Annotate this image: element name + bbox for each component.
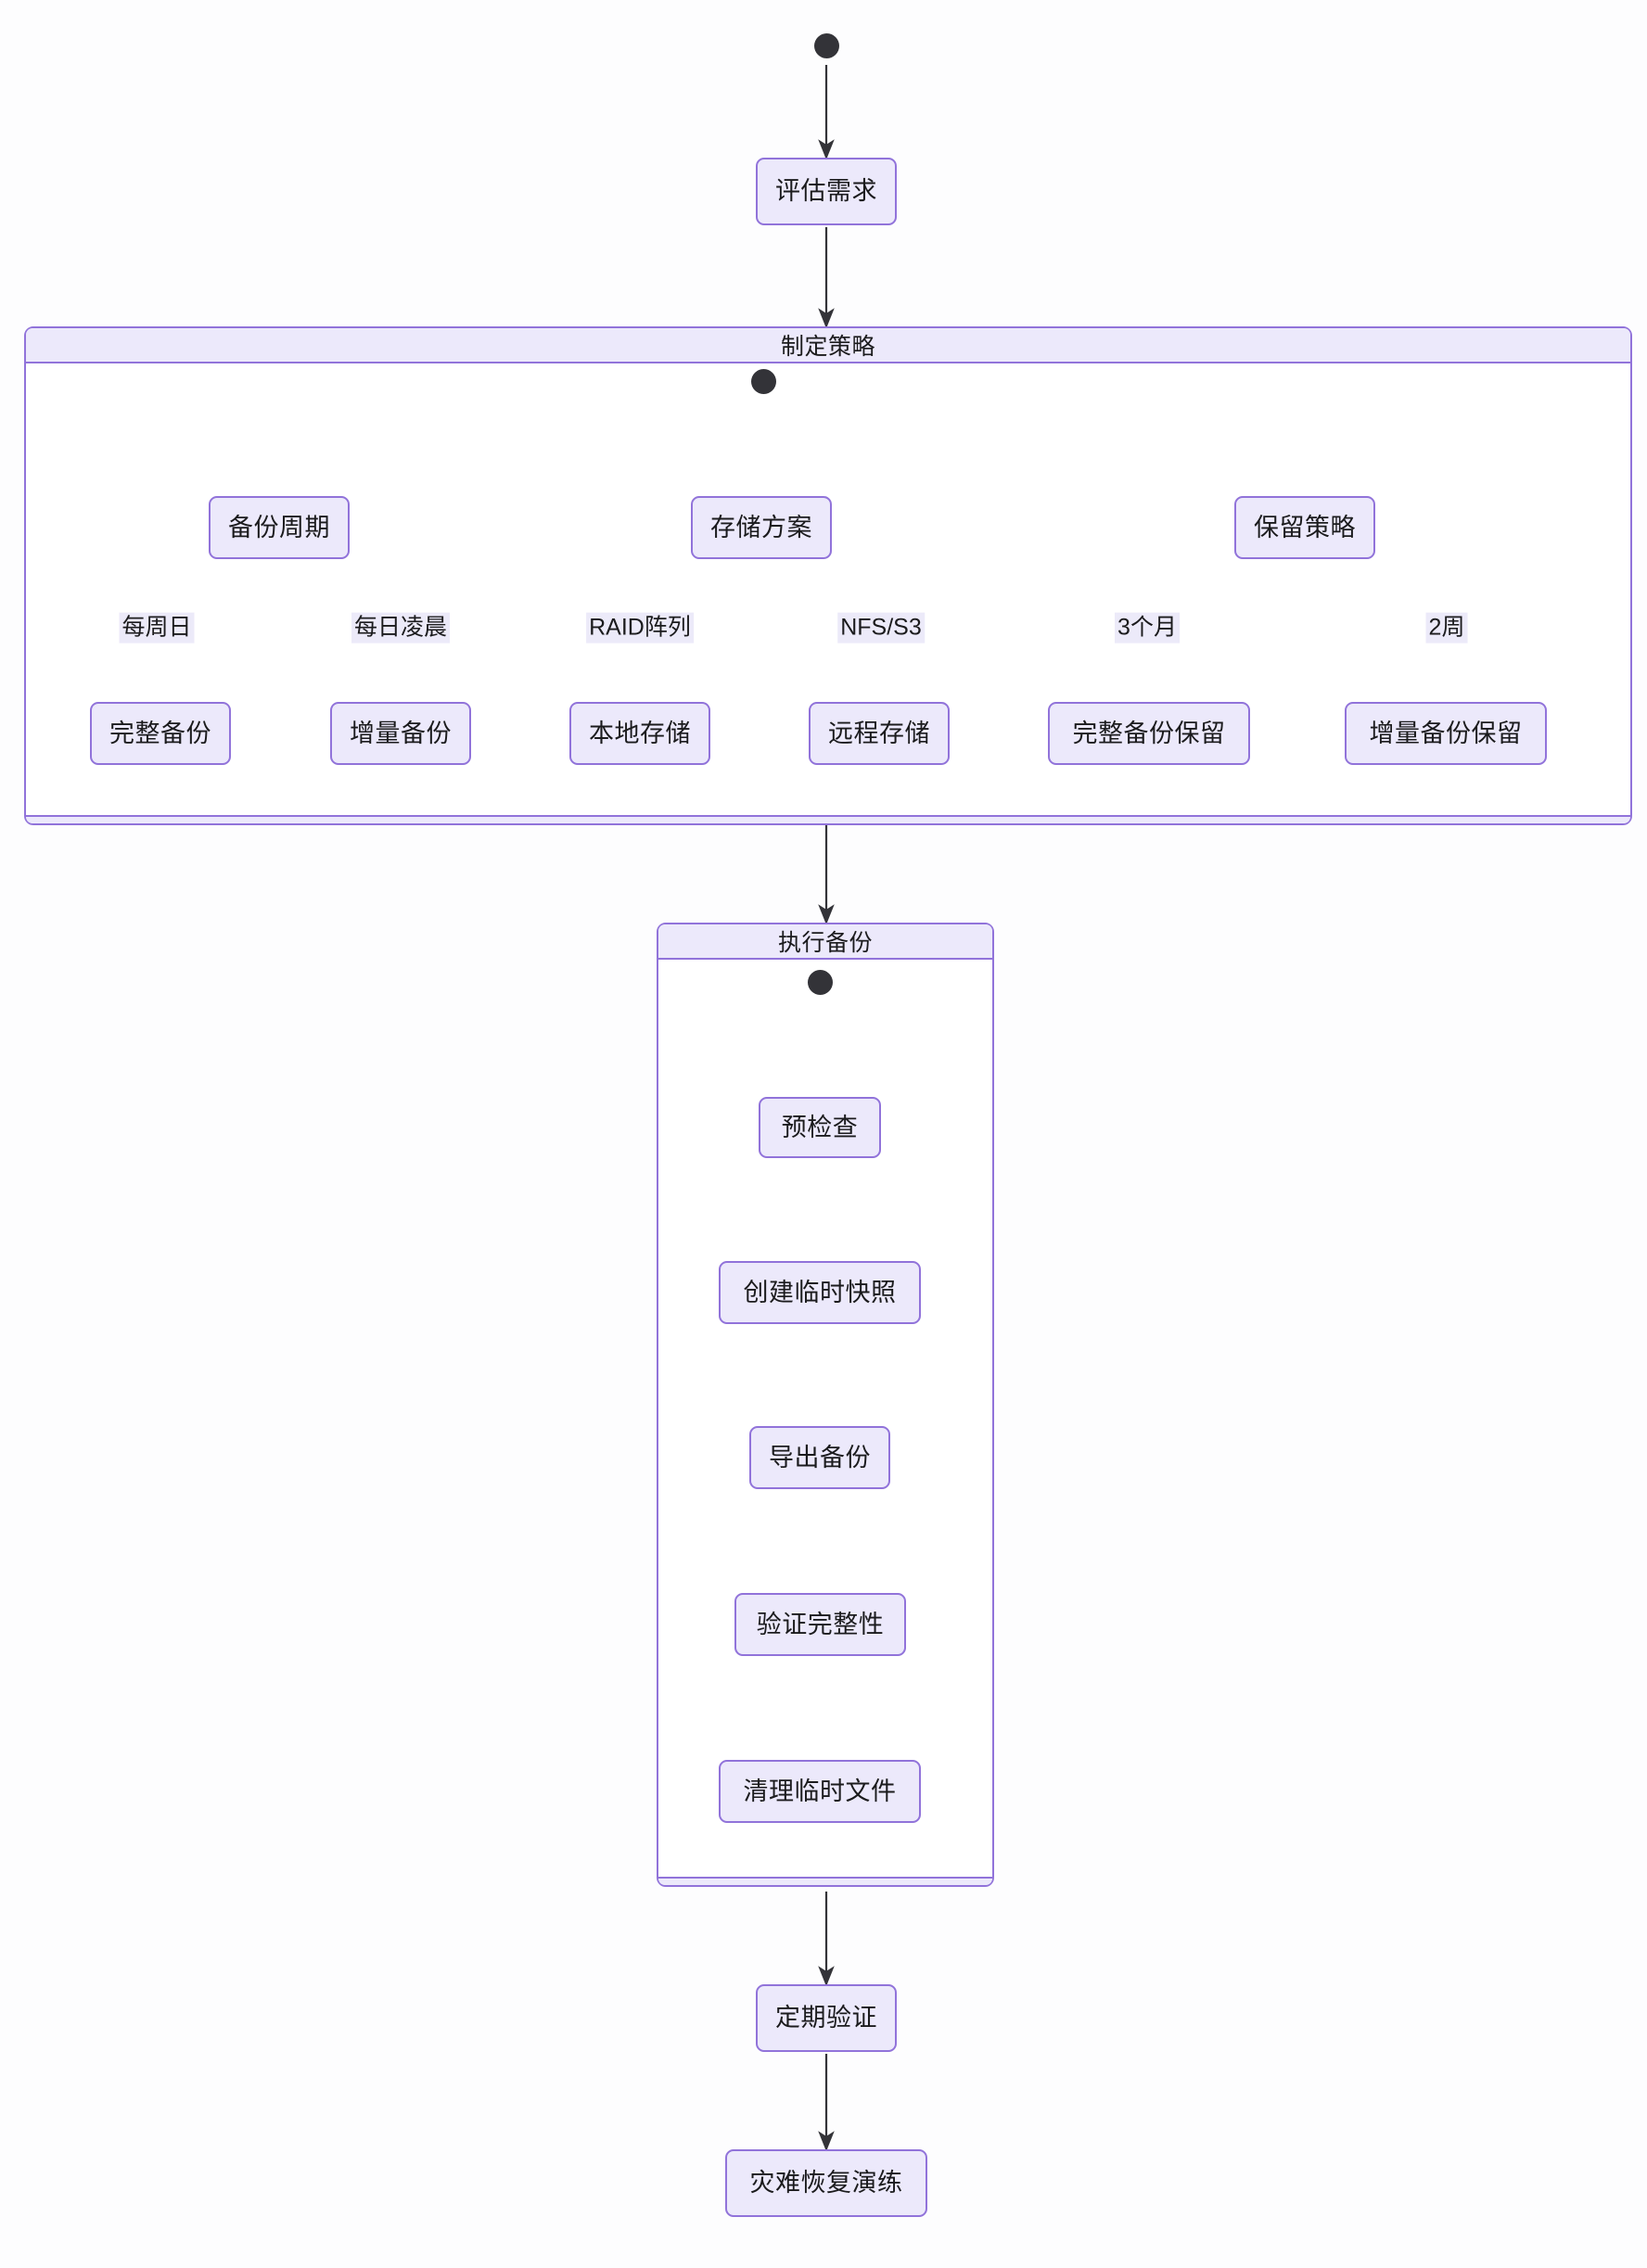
edge-label-nfs-s3: NFS/S3: [837, 612, 925, 643]
node-label: 评估需求: [775, 177, 877, 205]
node-remote-storage[interactable]: 远程存储: [809, 702, 950, 765]
node-label: 验证完整性: [756, 1610, 885, 1638]
node-incremental-backup-retention[interactable]: 增量备份保留: [1345, 702, 1547, 765]
cluster-title-label: 执行备份: [777, 930, 873, 956]
edge-label-raid-array: RAID阵列: [586, 612, 694, 643]
node-label: 灾难恢复演练: [749, 2169, 903, 2197]
node-cleanup-temp-files[interactable]: 清理临时文件: [719, 1760, 921, 1823]
start-state-dot: [814, 33, 839, 58]
node-label: 增量备份: [350, 719, 452, 747]
cluster-title-execute-backup: 执行备份: [658, 924, 992, 960]
node-full-backup[interactable]: 完整备份: [90, 702, 231, 765]
cluster-execute-backup: 执行备份: [657, 923, 994, 1887]
node-storage-plan[interactable]: 存储方案: [691, 496, 832, 559]
node-disaster-recovery-drill[interactable]: 灾难恢复演练: [725, 2149, 927, 2217]
node-label: 备份周期: [228, 513, 330, 542]
edge-label-weekly-sunday: 每周日: [119, 612, 195, 643]
node-full-backup-retention[interactable]: 完整备份保留: [1048, 702, 1250, 765]
node-create-temp-snapshot[interactable]: 创建临时快照: [719, 1261, 921, 1324]
node-export-backup[interactable]: 导出备份: [749, 1426, 890, 1489]
node-label: 完整备份保留: [1072, 719, 1226, 747]
node-backup-cycle[interactable]: 备份周期: [209, 496, 350, 559]
cluster-footer-formulate-strategy: [26, 815, 1630, 823]
node-periodic-verification[interactable]: 定期验证: [756, 1984, 897, 2052]
node-retention-policy[interactable]: 保留策略: [1234, 496, 1375, 559]
strategy-fork-dot: [751, 369, 776, 394]
node-incremental-backup[interactable]: 增量备份: [330, 702, 471, 765]
node-verify-integrity[interactable]: 验证完整性: [734, 1593, 906, 1656]
node-local-storage[interactable]: 本地存储: [569, 702, 710, 765]
edge-label-three-months: 3个月: [1115, 612, 1180, 643]
execute-start-state-dot: [808, 970, 833, 995]
cluster-footer-execute-backup: [658, 1877, 992, 1885]
cluster-title-formulate-strategy: 制定策略: [26, 328, 1630, 363]
node-label: 保留策略: [1254, 513, 1356, 542]
node-label: 清理临时文件: [743, 1777, 897, 1805]
cluster-title-label: 制定策略: [780, 334, 875, 360]
edge-label-daily-dawn: 每日凌晨: [351, 612, 451, 643]
node-label: 定期验证: [775, 2004, 877, 2032]
edge-label-two-weeks: 2周: [1425, 612, 1468, 643]
node-label: 远程存储: [828, 719, 930, 747]
node-label: 预检查: [781, 1113, 859, 1141]
node-label: 完整备份: [109, 719, 211, 747]
node-label: 导出备份: [769, 1443, 871, 1472]
node-label: 增量备份保留: [1369, 719, 1523, 747]
node-label: 创建临时快照: [743, 1278, 897, 1306]
node-label: 存储方案: [710, 513, 812, 542]
node-label: 本地存储: [589, 719, 691, 747]
node-assess-requirements[interactable]: 评估需求: [756, 158, 897, 225]
node-precheck[interactable]: 预检查: [759, 1097, 881, 1158]
